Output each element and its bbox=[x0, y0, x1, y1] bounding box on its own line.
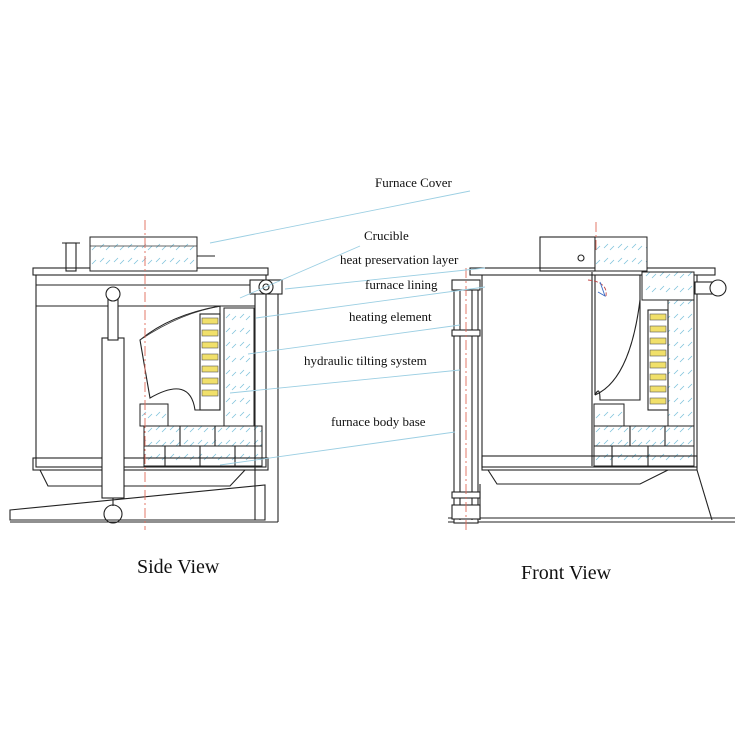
front-view-drawing bbox=[448, 222, 735, 530]
front-furnace-cover bbox=[594, 236, 648, 272]
label-furnace-body-base: furnace body base bbox=[331, 414, 426, 429]
leader-hydraulic-tilting-system bbox=[229, 369, 461, 394]
leader-furnace-body-base bbox=[219, 431, 456, 466]
label-furnace-lining: furnace lining bbox=[365, 277, 438, 292]
leader-heat-preservation-layer bbox=[284, 267, 486, 290]
caption-front-view: Front View bbox=[521, 562, 612, 584]
side-view-drawing bbox=[9, 220, 283, 530]
label-crucible: Crucible bbox=[364, 228, 409, 243]
label-furnace-cover: Furnace Cover bbox=[375, 175, 453, 190]
side-cover-post bbox=[65, 242, 77, 272]
label-heating-element: heating element bbox=[349, 309, 432, 324]
label-heat-preservation-layer: heat preservation layer bbox=[340, 252, 459, 267]
side-base-frame bbox=[9, 484, 266, 521]
leader-furnace-cover bbox=[209, 190, 471, 244]
front-cover-box bbox=[539, 236, 596, 272]
front-heating-element bbox=[647, 309, 669, 411]
leader-furnace-lining bbox=[255, 286, 486, 319]
front-furnace-lining bbox=[667, 299, 695, 431]
leader-lines bbox=[209, 190, 486, 466]
side-furnace-cover bbox=[89, 236, 198, 272]
side-furnace-lining bbox=[223, 307, 255, 427]
leader-crucible bbox=[239, 245, 361, 299]
side-brick-base bbox=[139, 403, 263, 467]
component-labels: Furnace Cover Crucible heat preservation… bbox=[304, 175, 459, 429]
leader-heating-element bbox=[247, 324, 461, 355]
front-pivot-bearing bbox=[709, 279, 727, 297]
side-hydraulic-cylinder bbox=[101, 286, 125, 524]
front-lining-top bbox=[641, 271, 695, 301]
side-heating-element bbox=[199, 313, 221, 411]
caption-side-view: Side View bbox=[137, 556, 220, 578]
label-hydraulic-tilting-system: hydraulic tilting system bbox=[304, 353, 427, 368]
